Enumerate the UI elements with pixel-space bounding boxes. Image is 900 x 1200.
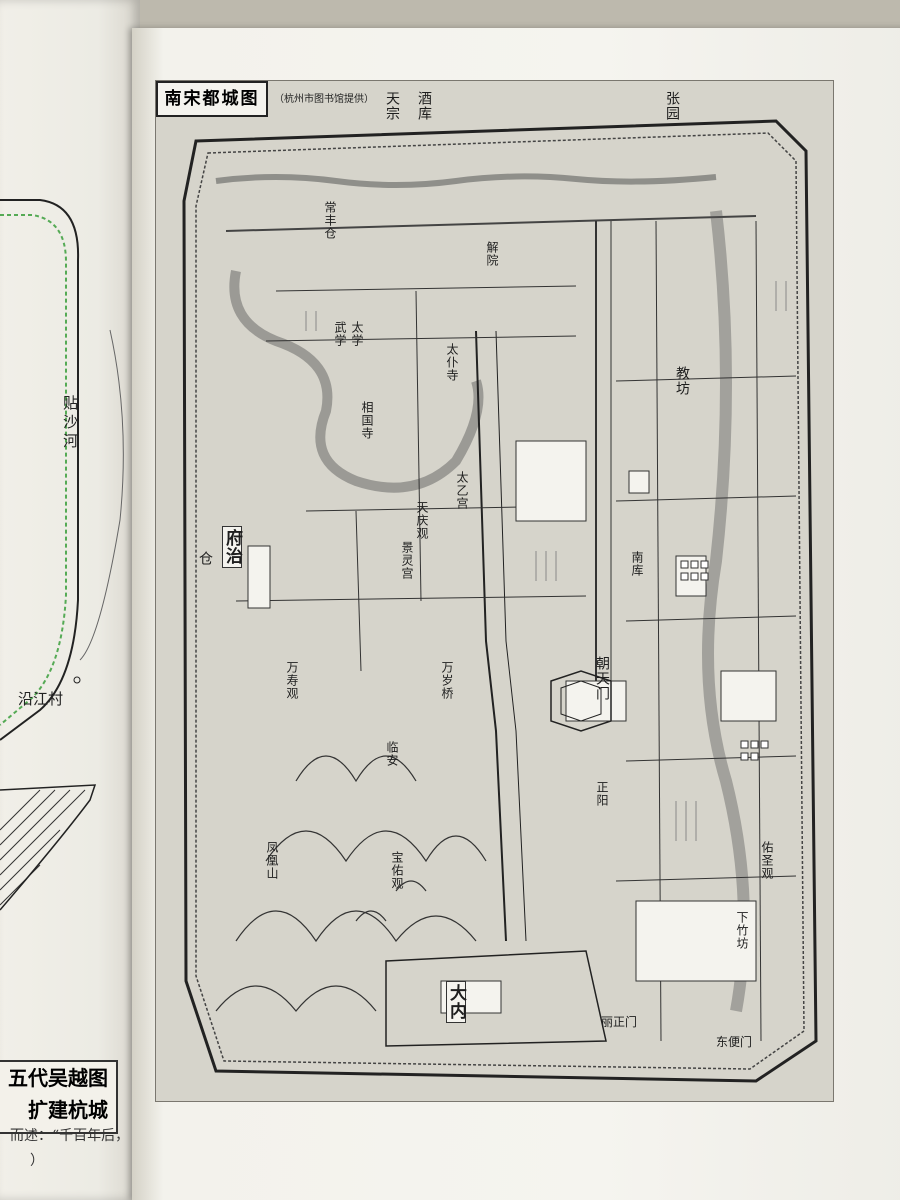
label-lin-ren: 临安 [385,741,399,767]
label-anjia-yuan: 解院 [485,241,499,267]
left-quote: 而述：“千百年后， [10,1128,130,1144]
label-liusheng-guan: 佑圣观 [760,841,774,880]
label-prefecture: 府治 [222,526,242,568]
left-caption-line-2: 扩建杭城 [28,1098,108,1122]
label-imperial-college: 太学 [350,321,364,347]
label-dongbian-men: 东便门 [716,1035,753,1049]
label-jiuku: 酒库 [416,91,432,121]
label-jingling-gong: 景灵宫 [400,541,414,580]
label-wu-school: 武学 [333,321,347,347]
label-tiantai: 天宗 [384,91,400,121]
left-page-map [0,199,124,911]
label-lizheng-men: 丽正门 [601,1015,638,1029]
label-xiaoshan: 太仆寺 [445,343,459,382]
label-nan-ku: 南库 [630,551,644,577]
label-wanliqiao: 万岁桥 [440,661,454,700]
label-changfeng-cang: 常丰仓 [323,201,337,240]
right-page: 南宋都城图 （杭州市图书馆提供） 天宗 酒库 张园 常丰仓 解院 太学 武学 太… [132,28,900,1200]
label-baoyou-guan: 宝佑观 [390,851,404,890]
river-label: 贴沙河 [61,395,79,452]
label-armory: 仓 [197,551,213,566]
village-label: 沿江村 [18,690,64,708]
label-wanshou-guan: 万寿观 [285,661,299,700]
label-zhengyang: 正阳 [595,781,609,807]
map-drawing [182,119,818,1083]
left-quote-tail: ） [30,1153,44,1169]
song-capital-map: 南宋都城图 （杭州市图书馆提供） 天宗 酒库 张园 常丰仓 解院 太学 武学 太… [155,80,834,1102]
left-page: 贴沙河 沿江村 五代吴越图 扩建杭城 而述：“千百年后， ） [0,0,140,1200]
map-title: 南宋都城图 [156,81,268,117]
left-caption-line-1: 五代吴越图 [8,1066,108,1090]
label-zhangyuan: 张园 [664,91,680,121]
label-fenghuang-shan: 凤凰山 [265,841,279,880]
label-xiangguo-si: 相国寺 [360,401,374,440]
map-source-note: （杭州市图书馆提供） [274,94,374,105]
left-caption: 五代吴越图 扩建杭城 [0,1060,118,1134]
label-palace: 大内 [446,981,466,1023]
label-taiyi-gong: 太乙宫 [455,471,469,510]
label-tianqing-guan: 天庆观 [415,501,429,540]
label-court-gate: 朝天门 [594,656,610,701]
label-jiao-fang: 教坊 [674,366,690,396]
label-xiazhu-fang: 下竹坊 [735,911,749,950]
